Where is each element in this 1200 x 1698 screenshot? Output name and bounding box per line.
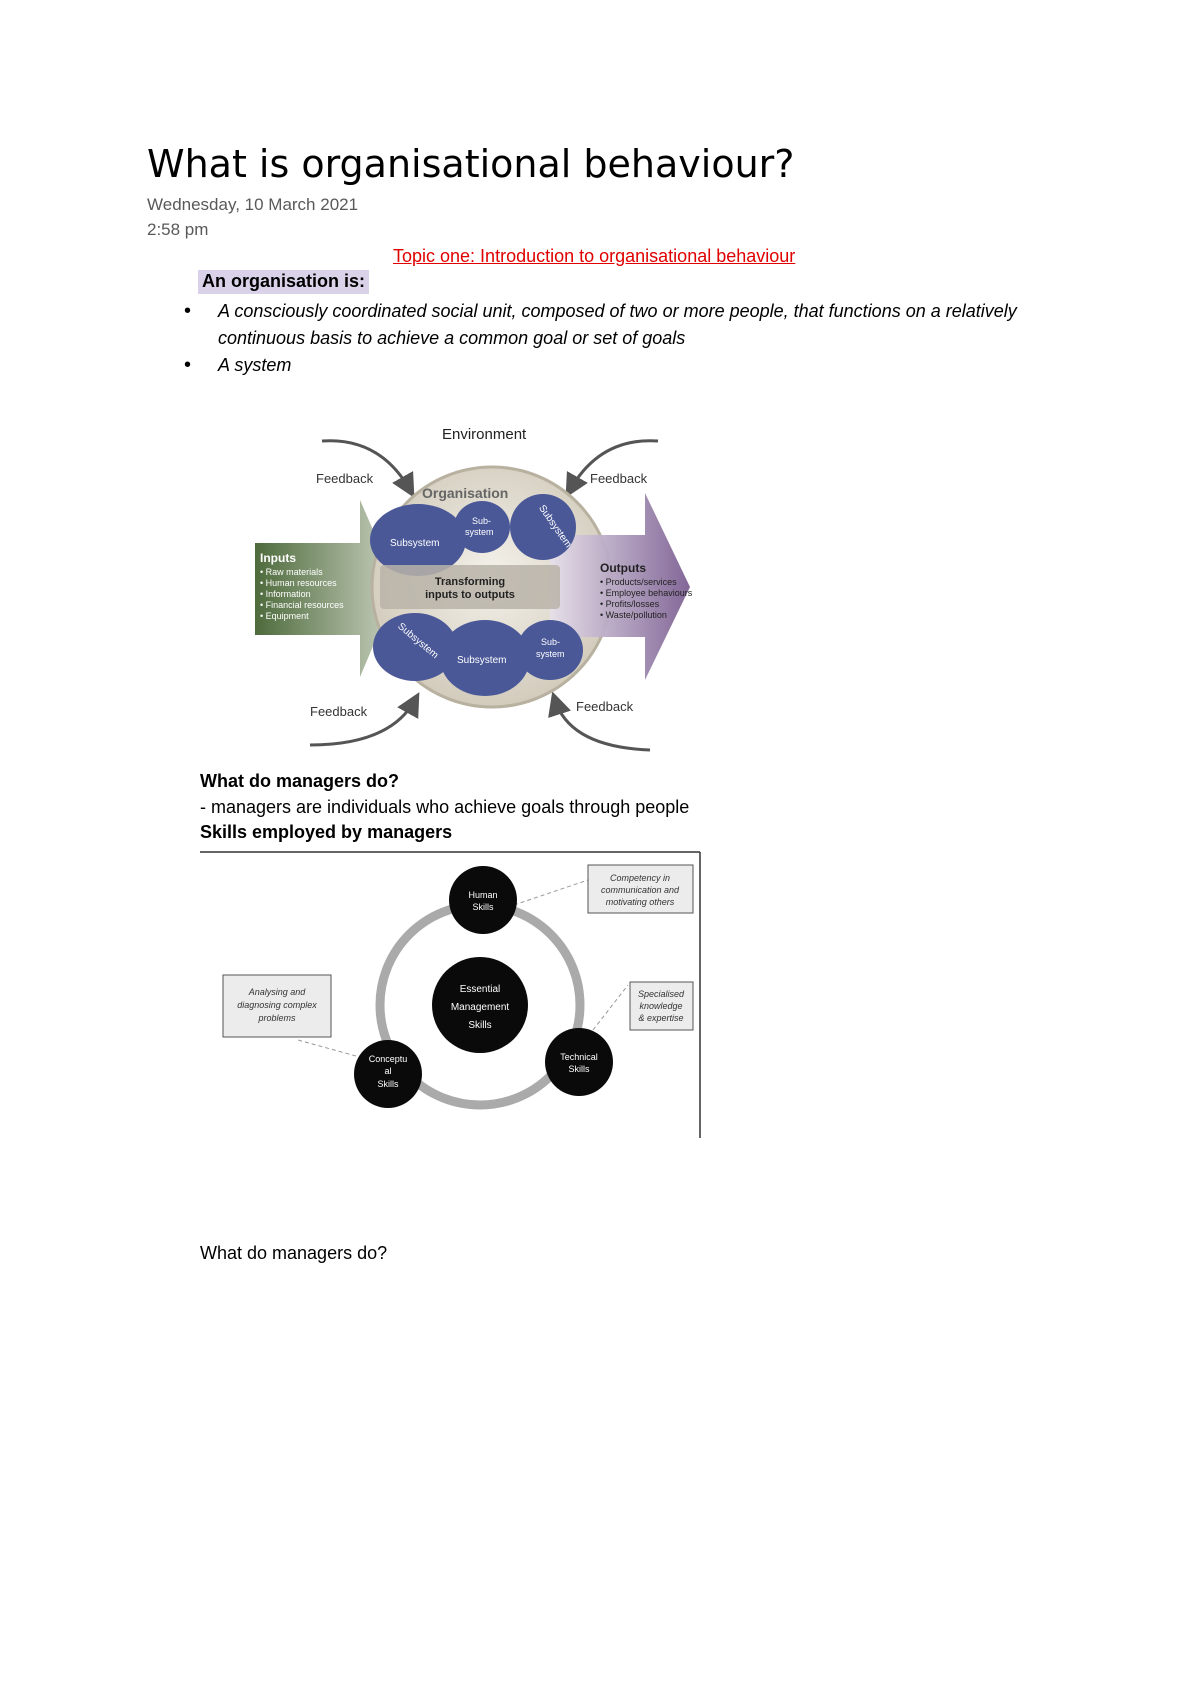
feedback-arrow-bottom-right [548,691,651,752]
human-skills-circle [449,866,517,934]
feedback-label: Feedback [576,699,634,714]
feedback-label: Feedback [590,471,648,486]
input-item: • Equipment [260,611,309,621]
bullet-icon: • [184,300,192,322]
topic-heading: Topic one: Introduction to organisationa… [393,246,796,266]
managers-question-repeat: What do managers do? [200,1243,388,1263]
conceptual-skills-note [222,974,332,1038]
note-text: knowledge [639,1001,682,1011]
human-skills-note [587,864,694,914]
organisation-systems-diagram: Environment Feedback Feedback Feedback F… [255,426,693,752]
note-text: communication and [601,885,680,895]
subsystem-label: system [536,649,565,659]
human-skills-label: Skills [472,902,494,912]
subsystem-shape [517,620,583,680]
feedback-label: Feedback [310,704,368,719]
feedback-label: Feedback [316,471,374,486]
technical-skills-circle [545,1028,613,1096]
managers-answer: - managers are individuals who achieve g… [200,797,690,817]
inputs-title: Inputs [260,551,296,565]
input-item: • Financial resources [260,600,344,610]
list-item-text: A consciously coordinated social unit, c… [218,301,1017,348]
transforming-label: Transforming [435,576,505,588]
note-text: problems [257,1013,296,1023]
list-item-text: A system [218,355,292,375]
conceptual-skills-circle [354,1040,422,1108]
center-label: Skills [468,1020,491,1031]
output-item: • Profits/losses [600,599,660,609]
feedback-arrow-bottom-left [309,692,420,747]
outputs-title: Outputs [600,561,646,575]
transforming-label: inputs to outputs [425,589,515,601]
page-title: What is organisational behaviour? [147,142,795,186]
management-skills-diagram: Competency in communication and motivati… [200,851,701,1138]
note-text: & expertise [638,1013,683,1023]
subsystem-shape [454,501,510,553]
conceptual-skills-label: al [384,1066,391,1076]
feedback-arrow-top-left [321,439,415,498]
note-date: Wednesday, 10 March 2021 [147,195,359,214]
note-text: motivating others [606,897,675,907]
input-item: • Raw materials [260,567,323,577]
note-text: Specialised [638,989,685,999]
outputs-arrow [550,493,690,680]
subsystem-shape [373,613,457,681]
list-item: • A system [180,352,1080,379]
subsystem-label: system [465,527,494,537]
inputs-arrow [255,500,398,677]
definition-list: • A consciously coordinated social unit, … [180,298,1080,379]
bullet-icon: • [184,354,192,376]
output-item: • Employee behaviours [600,588,693,598]
organisation-label: Organisation [422,485,508,501]
skills-heading: Skills employed by managers [200,822,453,842]
subsystem-label: Subsystem [457,655,506,666]
subsystem-shape [510,494,576,560]
note-time: 2:58 pm [147,220,209,239]
note-text: diagnosing complex [237,1000,317,1010]
output-item: • Waste/pollution [600,610,667,620]
technical-skills-label: Technical [560,1052,598,1062]
subsystem-label: Subsystem [390,538,439,549]
list-item: • A consciously coordinated social unit, … [180,298,1080,352]
center-label: Management [451,1002,510,1013]
subsystem-shape [440,620,530,696]
conceptual-skills-label: Skills [377,1079,399,1089]
essential-skills-circle [432,957,528,1053]
conceptual-skills-label: Conceptu [369,1054,408,1064]
note-text: Analysing and [248,987,307,997]
environment-label: Environment [442,426,527,443]
center-label: Essential [460,984,501,995]
output-item: • Products/services [600,577,677,587]
subsystem-label: Sub- [472,516,491,526]
human-skills-label: Human [468,890,497,900]
subsystem-shape [370,504,466,576]
feedback-arrow-top-right [565,439,659,498]
technical-skills-note [629,981,694,1031]
connector-line [297,1039,357,1057]
connector-line [513,879,589,906]
definition-heading: An organisation is: [198,270,370,294]
input-item: • Information [260,589,311,599]
note-text: Competency in [610,873,670,883]
technical-skills-label: Skills [568,1064,590,1074]
input-item: • Human resources [260,578,337,588]
connector-line [592,984,629,1031]
managers-question: What do managers do? [200,771,400,791]
transforming-band [380,565,560,609]
subsystem-label: Sub- [541,637,560,647]
